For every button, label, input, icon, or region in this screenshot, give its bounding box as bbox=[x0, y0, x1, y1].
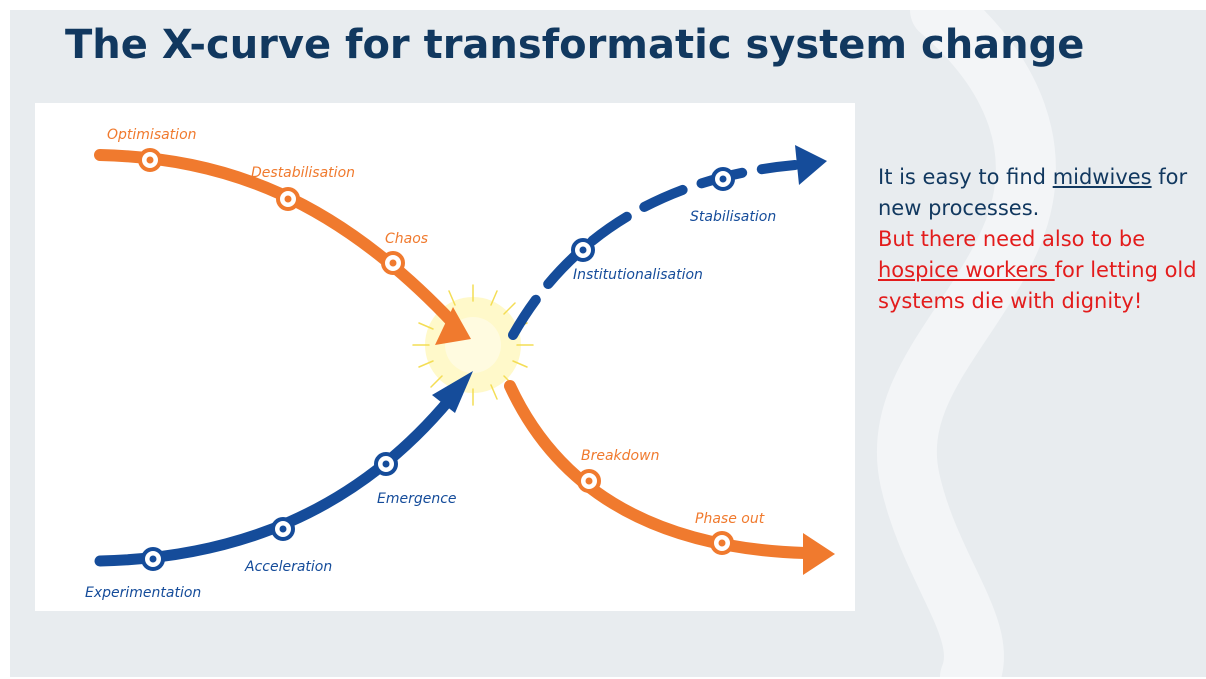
stage-label-acceleration: Acceleration bbox=[244, 559, 332, 575]
stage-label-destabilisation: Destabilisation bbox=[251, 165, 355, 181]
stage-label-institutionalisation: Institutionalisation bbox=[573, 267, 703, 283]
slide: The X-curve for transformatic system cha… bbox=[10, 10, 1206, 677]
new-system-stabilisation-arrowhead bbox=[795, 145, 827, 185]
x-curve-diagram: Optimisation Destabilisation Chaos Break… bbox=[35, 103, 855, 611]
old-system-arrowhead bbox=[435, 307, 471, 345]
new-system-arrowhead bbox=[432, 371, 473, 413]
stage-label-emergence: Emergence bbox=[377, 491, 457, 507]
new-system-stabilisation-curve bbox=[508, 160, 800, 340]
midwives-underlined: midwives bbox=[1052, 165, 1152, 189]
stage-label-phase-out: Phase out bbox=[695, 511, 765, 527]
hospice-paragraph: But there need also to be hospice worker… bbox=[878, 224, 1198, 317]
para1-text-end: for new processes. bbox=[878, 165, 1188, 220]
old-system-phaseout-arrowhead bbox=[803, 533, 835, 575]
commentary-text: It is easy to find midwives for new proc… bbox=[878, 162, 1198, 317]
hospice-workers-underlined: hospice workers bbox=[878, 258, 1055, 282]
para2-text-start: But there need also to be bbox=[878, 227, 1146, 251]
para2-text-end: for letting old systems die with dignity… bbox=[878, 258, 1197, 313]
old-system-phaseout-curve bbox=[504, 380, 811, 559]
slide-title: The X-curve for transformatic system cha… bbox=[65, 22, 1085, 68]
stage-label-chaos: Chaos bbox=[385, 231, 428, 247]
background-swirl-decoration bbox=[876, 10, 1056, 677]
midwives-paragraph: It is easy to find midwives for new proc… bbox=[878, 162, 1198, 224]
stage-label-stabilisation: Stabilisation bbox=[690, 209, 776, 225]
stage-label-optimisation: Optimisation bbox=[107, 127, 197, 143]
para1-text-start: It is easy to find bbox=[878, 165, 1053, 189]
stage-label-experimentation: Experimentation bbox=[85, 585, 201, 601]
stage-label-breakdown: Breakdown bbox=[581, 448, 659, 464]
